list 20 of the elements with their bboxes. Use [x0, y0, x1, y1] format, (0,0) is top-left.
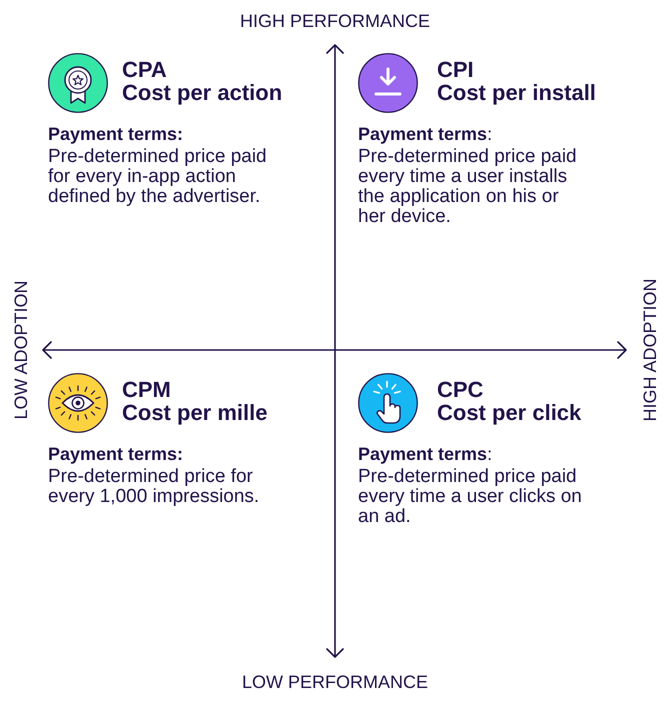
model-abbreviation: CPA [122, 58, 167, 81]
terms-description: Pre-determined price paid for every in-app action defined by the advertiser. [48, 147, 268, 207]
terms-description: Pre-determined price paid every time a user clicks on an ad. [358, 467, 583, 527]
terms-description: Pre-determined price for every 1,000 impressions. [48, 467, 260, 507]
model-abbreviation: CPC [437, 378, 484, 401]
axis-label: LOW PERFORMANCE [242, 672, 428, 692]
terms-heading: Payment terms: [358, 124, 492, 144]
terms-heading: Payment terms: [48, 124, 184, 144]
model-name: Cost per install [437, 81, 596, 104]
axis-label: HIGH PERFORMANCE [240, 11, 430, 31]
terms-heading: Payment terms: [358, 444, 492, 464]
terms-heading: Payment terms: [48, 444, 184, 464]
axis-label: HIGH ADOPTION [640, 278, 660, 422]
terms-description: Pre-determined price paid every time a user installs the application on his or her device. [358, 147, 578, 227]
model-abbreviation: CPI [437, 58, 474, 81]
model-name: Cost per mille [122, 401, 268, 424]
model-name: Cost per click [437, 401, 582, 424]
model-name: Cost per action [122, 81, 282, 104]
model-abbreviation: CPM [122, 378, 171, 401]
axis-label: LOW ADOPTION [11, 280, 31, 420]
